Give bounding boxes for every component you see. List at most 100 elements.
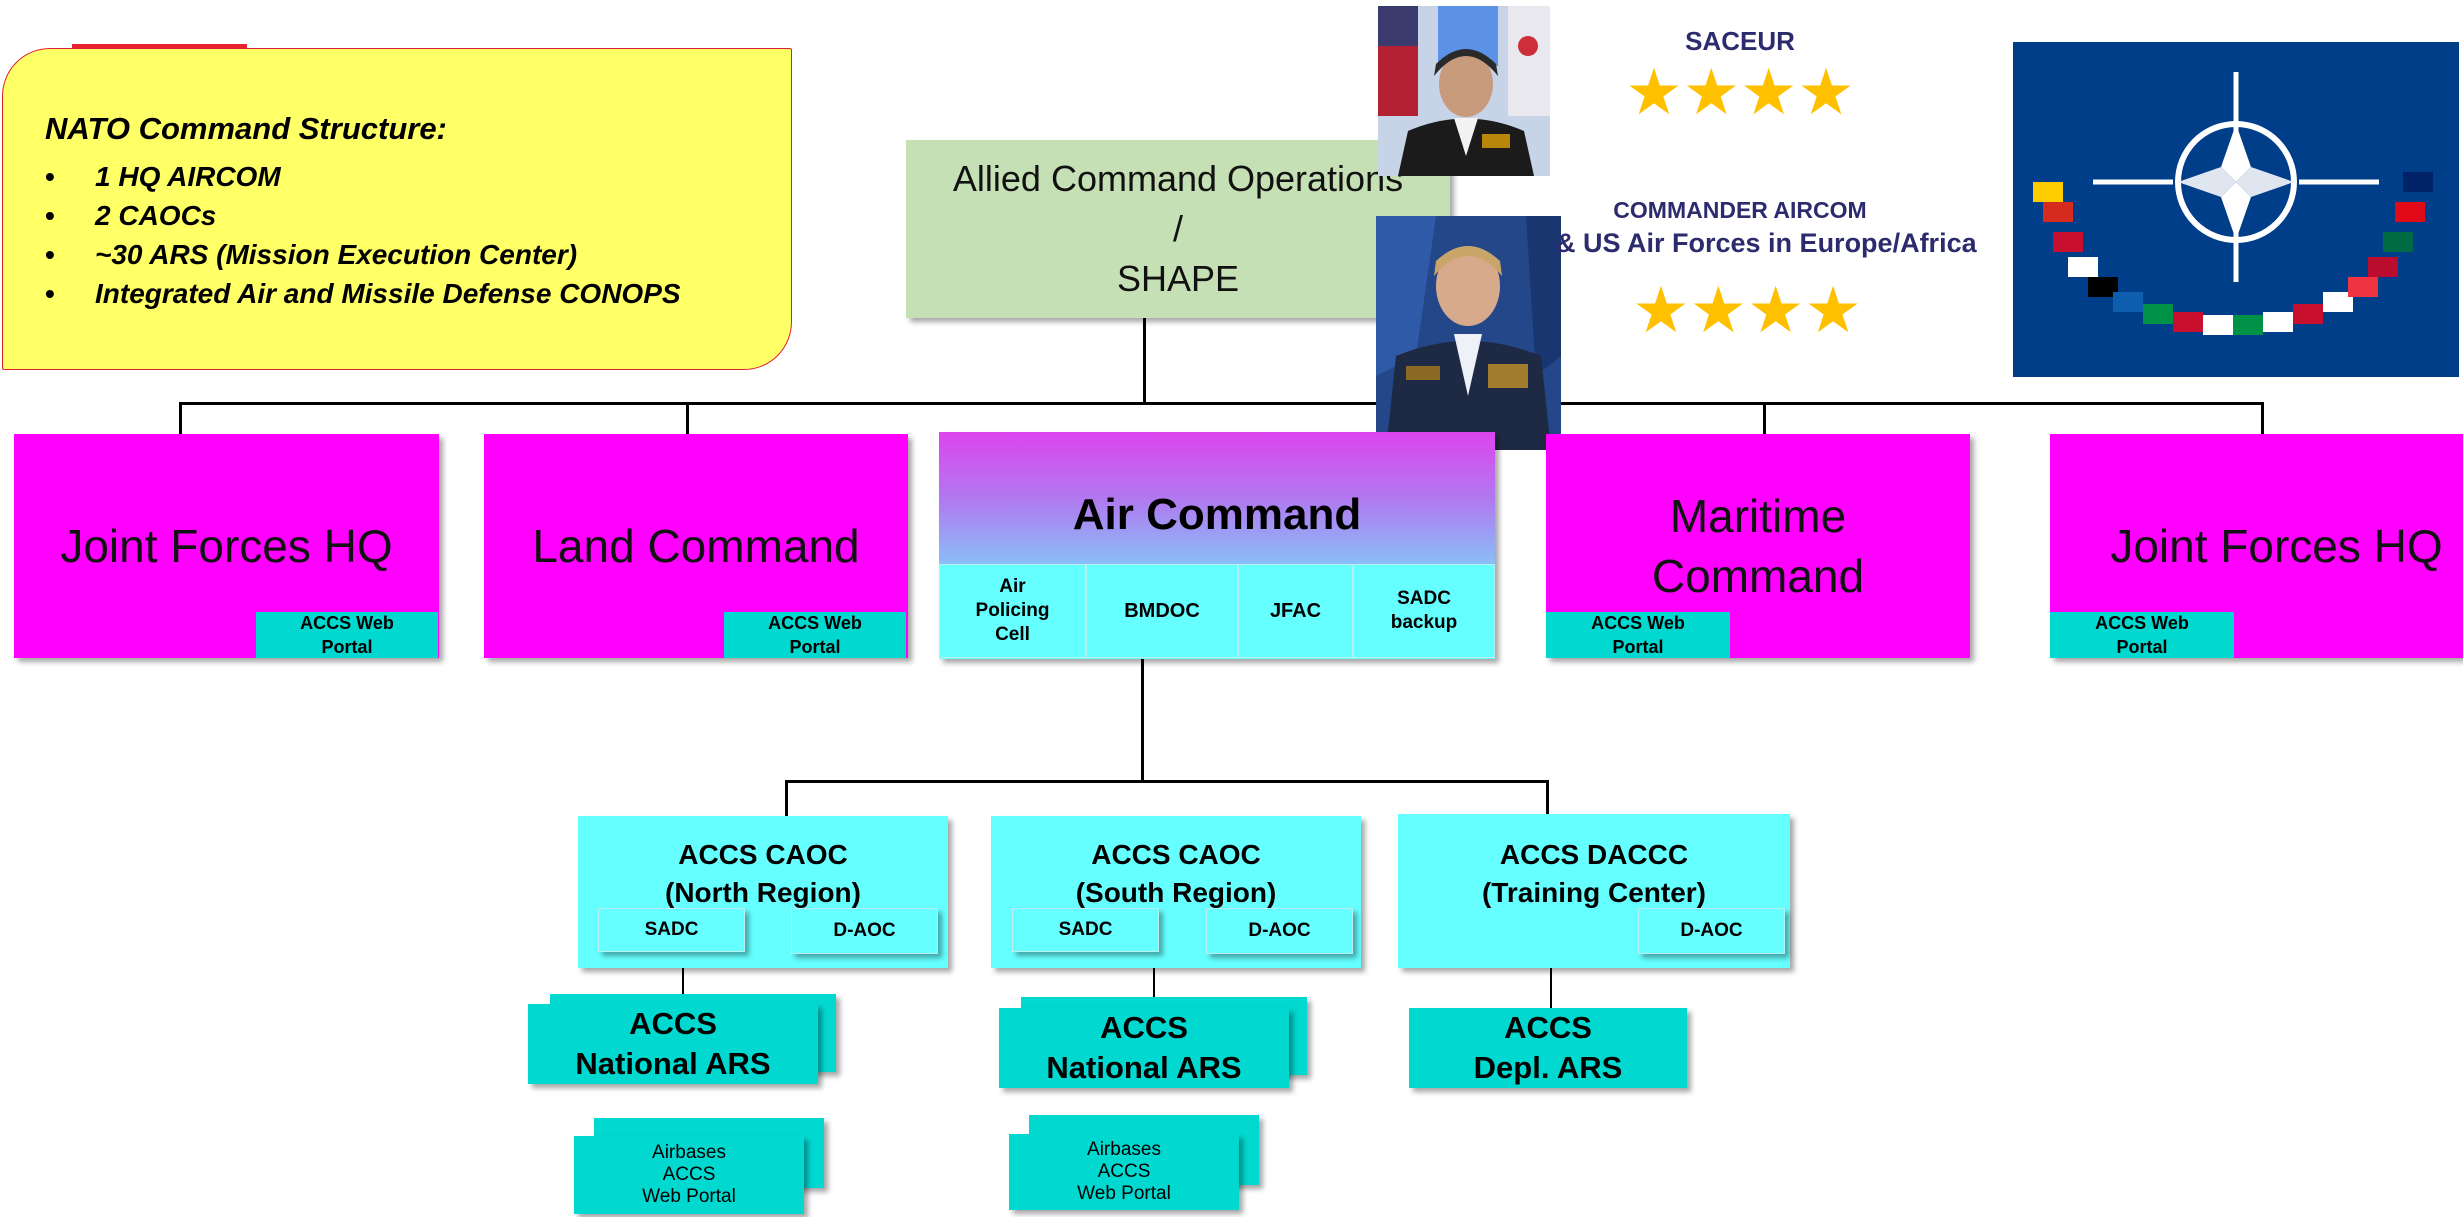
d-aoc-box: D-AOC <box>1206 908 1353 954</box>
sadc-backup-line2: backup <box>1390 612 1458 633</box>
joint-forces-hq-right-label: Joint Forces HQ <box>2110 520 2443 572</box>
caoc-north-label: ACCS CAOC (North Region) <box>578 834 948 914</box>
connector <box>2261 402 2264 434</box>
portal-line1: ACCS Web <box>2095 613 2189 633</box>
connector <box>1141 659 1144 782</box>
connector <box>785 780 788 816</box>
maritime-label-2: Command <box>1651 550 1865 602</box>
aco-line2: / <box>1172 208 1183 249</box>
jfac-label: JFAC <box>1269 599 1322 622</box>
star-icon: ★ <box>1632 273 1690 346</box>
airbases-line1: Airbases <box>1087 1139 1161 1160</box>
portal-line1: ACCS Web <box>768 613 862 633</box>
bmdoc-box: BMDOC <box>1086 564 1238 658</box>
list-item: 1 HQ AIRCOM <box>45 157 791 196</box>
airbases-line3: Web Portal <box>642 1186 736 1207</box>
connector <box>785 780 1549 783</box>
aircom-label: COMMANDER AIRCOM <box>1613 196 1867 223</box>
caoc-north-line2: (North Region) <box>665 877 861 908</box>
connector <box>1763 402 1766 434</box>
joint-forces-hq-left-label: Joint Forces HQ <box>60 520 393 572</box>
sadc-backup-line1: SADC <box>1397 588 1451 609</box>
depl-line1: ACCS <box>1504 1010 1592 1045</box>
portal-line2: Portal <box>321 637 373 657</box>
sadc-box: SADC <box>598 908 745 952</box>
airbases-line3: Web Portal <box>1077 1183 1171 1204</box>
list-item: ~30 ARS (Mission Execution Center) <box>45 235 791 274</box>
star-icon: ★ <box>1625 55 1683 128</box>
maritime-label-1: Maritime <box>1669 490 1847 542</box>
connector <box>1546 780 1549 816</box>
connector <box>1550 966 1552 1008</box>
portal-line2: Portal <box>1612 637 1664 657</box>
connector <box>1143 318 1146 404</box>
aco-line1: Allied Command Operations <box>952 158 1404 199</box>
caoc-south-line2: (South Region) <box>1075 877 1277 908</box>
airbases-south-box: Airbases ACCS Web Portal <box>1009 1134 1239 1210</box>
ars-line2: National ARS <box>1046 1050 1242 1085</box>
connector <box>1153 966 1155 1002</box>
daccc-line1: ACCS DACCC <box>1499 839 1689 870</box>
caoc-north-line1: ACCS CAOC <box>678 839 848 870</box>
air-policing-cell-box: Air Policing Cell <box>939 564 1086 658</box>
info-list: 1 HQ AIRCOM 2 CAOCs ~30 ARS (Mission Exe… <box>45 157 791 313</box>
connector <box>682 966 684 1000</box>
nato-flag-logo <box>2013 42 2459 377</box>
aco-line3: SHAPE <box>1116 258 1240 299</box>
d-aoc-box: D-AOC <box>1638 908 1785 954</box>
connector <box>179 402 182 434</box>
star-icon: ★ <box>1804 273 1862 346</box>
connector <box>686 402 689 434</box>
portal-line2: Portal <box>789 637 841 657</box>
ars-line1: ACCS <box>1100 1010 1188 1045</box>
saceur-photo <box>1378 6 1550 176</box>
ars-line2: National ARS <box>575 1046 771 1081</box>
airbases-line1: Airbases <box>652 1142 726 1163</box>
d-aoc-box: D-AOC <box>791 908 938 954</box>
depl-line2: Depl. ARS <box>1473 1050 1623 1085</box>
aircom-label-2: & US Air Forces in Europe/Africa <box>1556 228 1977 258</box>
airbases-north-box: Airbases ACCS Web Portal <box>574 1136 804 1214</box>
portal-line1: ACCS Web <box>1591 613 1685 633</box>
portal-line1: ACCS Web <box>300 613 394 633</box>
caoc-south-label: ACCS CAOC (South Region) <box>991 834 1361 914</box>
daccc-line2: (Training Center) <box>1481 877 1706 908</box>
aircom-commander-photo <box>1376 216 1561 450</box>
portal-line2: Portal <box>2116 637 2168 657</box>
air-policing-line3: Cell <box>995 624 1030 645</box>
air-policing-line2: Policing <box>975 600 1050 621</box>
star-icon: ★ <box>1682 55 1740 128</box>
depl-ars-box: ACCS Depl. ARS <box>1409 1008 1687 1088</box>
jfac-box: JFAC <box>1238 564 1353 658</box>
star-icon: ★ <box>1747 273 1805 346</box>
info-box: NATO Command Structure: 1 HQ AIRCOM 2 CA… <box>2 48 792 370</box>
bmdoc-label: BMDOC <box>1124 599 1200 622</box>
national-ars-north-box: ACCS National ARS <box>528 1004 818 1084</box>
star-icon: ★ <box>1689 273 1747 346</box>
list-item: 2 CAOCs <box>45 196 791 235</box>
sadc-backup-box: SADC backup <box>1353 564 1495 658</box>
air-policing-line1: Air <box>999 576 1026 597</box>
info-title: NATO Command Structure: <box>45 111 447 146</box>
list-item: Integrated Air and Missile Defense CONOP… <box>45 274 791 313</box>
star-icon: ★ <box>1740 55 1798 128</box>
star-icon: ★ <box>1797 55 1855 128</box>
daccc-label: ACCS DACCC (Training Center) <box>1398 834 1790 914</box>
aircom-stars: ★ ★ ★ ★ <box>1612 274 1882 346</box>
aco-shape-box: Allied Command Operations / SHAPE <box>906 140 1450 318</box>
national-ars-south-box: ACCS National ARS <box>999 1008 1289 1088</box>
air-command-label: Air Command <box>1072 490 1362 539</box>
ars-line1: ACCS <box>629 1006 717 1041</box>
airbases-line2: ACCS <box>662 1164 716 1185</box>
connector <box>179 402 2264 405</box>
saceur-label: SACEUR <box>1685 25 1795 56</box>
info-box-tab <box>72 44 247 50</box>
saceur-stars: ★ ★ ★ ★ <box>1605 56 1875 128</box>
land-command-label: Land Command <box>532 520 860 572</box>
caoc-south-line1: ACCS CAOC <box>1091 839 1261 870</box>
sadc-box: SADC <box>1012 908 1159 952</box>
